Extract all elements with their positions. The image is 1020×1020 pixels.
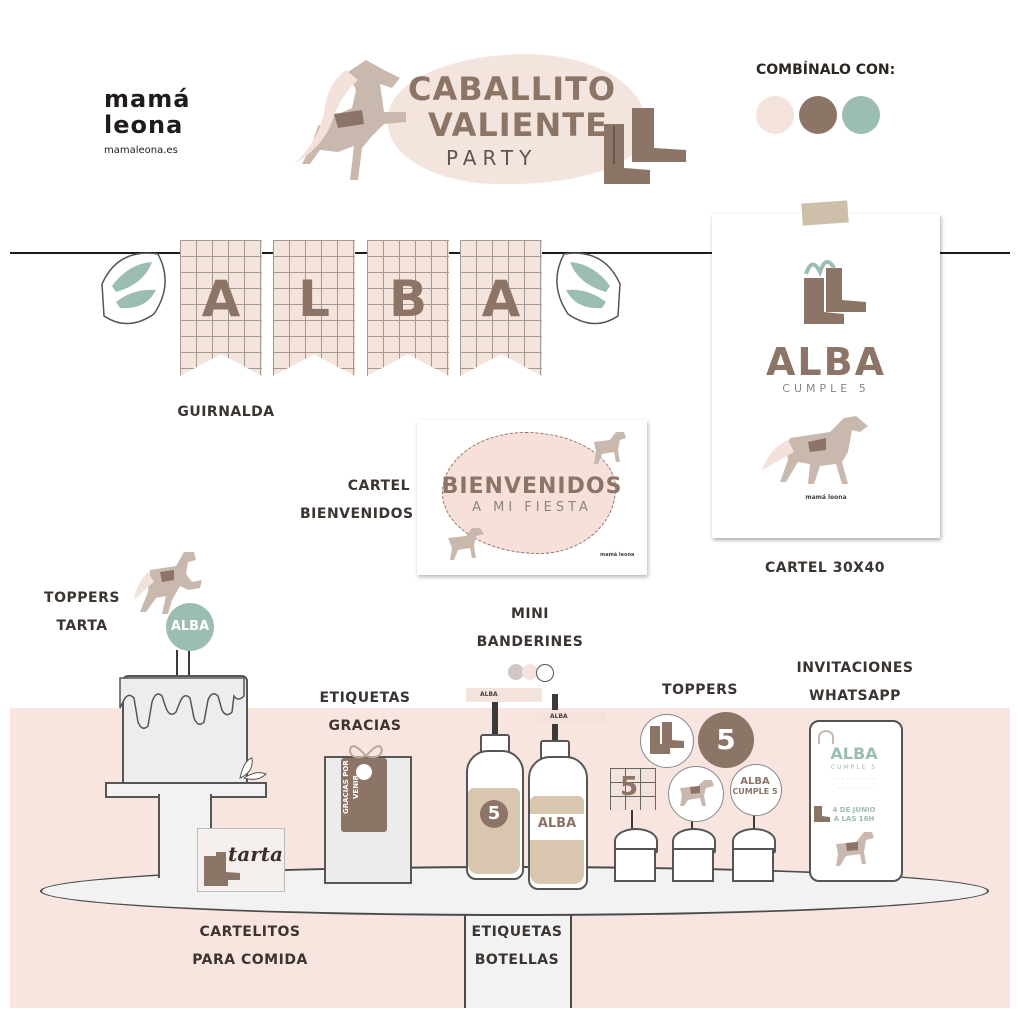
title-background xyxy=(388,54,646,184)
palette-dot xyxy=(508,664,524,680)
topper-stick xyxy=(188,650,190,676)
cupcake-cup xyxy=(672,848,714,882)
leaf-icon xyxy=(101,252,166,325)
swatch-blush xyxy=(756,96,794,134)
straw xyxy=(492,694,498,740)
garland-flag xyxy=(180,240,262,376)
bottle-labels-label: ETIQUETAS BOTELLAS xyxy=(471,924,563,968)
bottle-name-label: ALBA xyxy=(537,816,577,831)
garland-label: GUIRNALDA xyxy=(177,404,275,420)
palette-dot xyxy=(522,664,538,680)
garland-letter: A xyxy=(481,270,521,328)
food-cards-label-line2: PARA COMIDA xyxy=(192,952,308,968)
horse-icon xyxy=(680,780,714,806)
toppers-label: TOPPERS xyxy=(662,682,738,698)
welcome-label-line2: BIENVENIDOS xyxy=(300,506,414,522)
palette-label: COMBÍNALO CON: xyxy=(756,62,896,78)
topper-stick xyxy=(176,650,178,676)
topper-number-grid: 5 xyxy=(620,772,639,802)
topper-stick xyxy=(631,806,633,832)
mini-pennants-label-line2: BANDERINES xyxy=(476,634,584,650)
brand-line1: mamá xyxy=(104,85,191,113)
whatsapp-invite-phone xyxy=(809,720,903,882)
title-line1: CABALLITO xyxy=(408,70,617,108)
cake-topper-circle: ALBA xyxy=(166,603,214,651)
cake-toppers-label-line1: TOPPERS xyxy=(44,590,120,606)
food-cards-label-line1: CARTELITOS xyxy=(199,924,301,940)
topper-number-circle: 5 xyxy=(698,712,754,768)
horseshoe-icon xyxy=(818,730,834,744)
welcome-label-line1: CARTEL xyxy=(347,478,410,494)
welcome-line2: A MI FIESTA xyxy=(472,500,592,515)
invite-name: ALBA xyxy=(830,744,878,763)
bow-icon xyxy=(348,745,384,759)
bottle-label-band xyxy=(530,814,584,840)
cupcake-cup xyxy=(732,848,774,882)
topper-name-circle xyxy=(730,764,782,816)
topper-name-line1: ALBA xyxy=(740,776,770,787)
invite-date-line1: 4 DE JUNIO xyxy=(832,806,876,814)
garland-flag xyxy=(367,240,449,376)
garland-flag xyxy=(273,240,355,376)
horse-icon xyxy=(294,60,406,180)
thank-tags-label-line1: ETIQUETAS xyxy=(319,690,411,706)
poster-footer: mamá leona xyxy=(805,494,847,501)
welcome-line1: BIENVENIDOS xyxy=(441,474,623,499)
boots-icon xyxy=(604,108,686,184)
brand-line2: leona xyxy=(104,111,184,139)
invite-subtitle: CUMPLE 5 xyxy=(830,764,878,771)
bottle-number-label: 5 xyxy=(480,800,508,828)
bottle-fill xyxy=(530,796,584,884)
cake-toppers-label-line2: TARTA xyxy=(56,618,108,634)
topper-name-line2: CUMPLE 5 xyxy=(732,787,778,796)
boots-icon xyxy=(204,852,240,886)
cake-drip xyxy=(119,677,245,729)
poster-subtitle: CUMPLE 5 xyxy=(782,382,870,395)
invite-date-line2: A LAS 16H xyxy=(833,815,875,823)
horse-icon xyxy=(762,416,868,484)
mini-pennants-label-line1: MINI xyxy=(510,606,550,622)
garland-letter: L xyxy=(298,270,330,328)
food-card-text: tarta xyxy=(228,842,283,866)
garland-flag xyxy=(460,240,542,376)
leaf-icon xyxy=(556,252,621,325)
welcome-footer: mamá leona xyxy=(600,552,635,558)
invites-label-line1: INVITACIONES xyxy=(796,660,914,676)
mini-pennant: ALBA xyxy=(466,688,542,702)
boots-icon xyxy=(814,806,830,822)
horse-icon xyxy=(134,552,202,614)
leaf-icon xyxy=(239,757,267,780)
swatch-brown xyxy=(799,96,837,134)
poster-label: CARTEL 30X40 xyxy=(765,560,885,576)
title-line2: VALIENTE xyxy=(428,106,608,144)
table-leg xyxy=(464,908,572,1008)
boots-icon xyxy=(804,260,866,324)
garland-letter: B xyxy=(388,270,428,328)
horse-icon xyxy=(448,528,484,560)
poster-name: ALBA xyxy=(766,340,886,384)
brand-logo: mamá leona mamaleona.es xyxy=(104,86,190,164)
topper-stick xyxy=(753,806,755,832)
palette-dot xyxy=(536,664,554,682)
tape xyxy=(801,200,849,226)
garland-letter: A xyxy=(201,270,241,328)
title-line3: PARTY xyxy=(446,146,538,170)
boots-icon xyxy=(650,722,684,754)
mini-pennant: ALBA xyxy=(536,710,606,724)
invites-label-line2: WHATSAPP xyxy=(809,688,901,704)
cupcake-cup xyxy=(614,848,656,882)
tag-hole xyxy=(356,764,372,780)
invite-body: · · · · · · · · · · · · · · · · · · ·· ·… xyxy=(831,776,879,791)
horse-icon xyxy=(836,832,874,866)
brand-url: mamaleona.es xyxy=(104,145,178,156)
thank-tags-label-line2: GRACIAS xyxy=(328,718,402,734)
topper-grid xyxy=(610,768,656,810)
swatch-sage xyxy=(842,96,880,134)
horse-icon xyxy=(594,432,626,464)
